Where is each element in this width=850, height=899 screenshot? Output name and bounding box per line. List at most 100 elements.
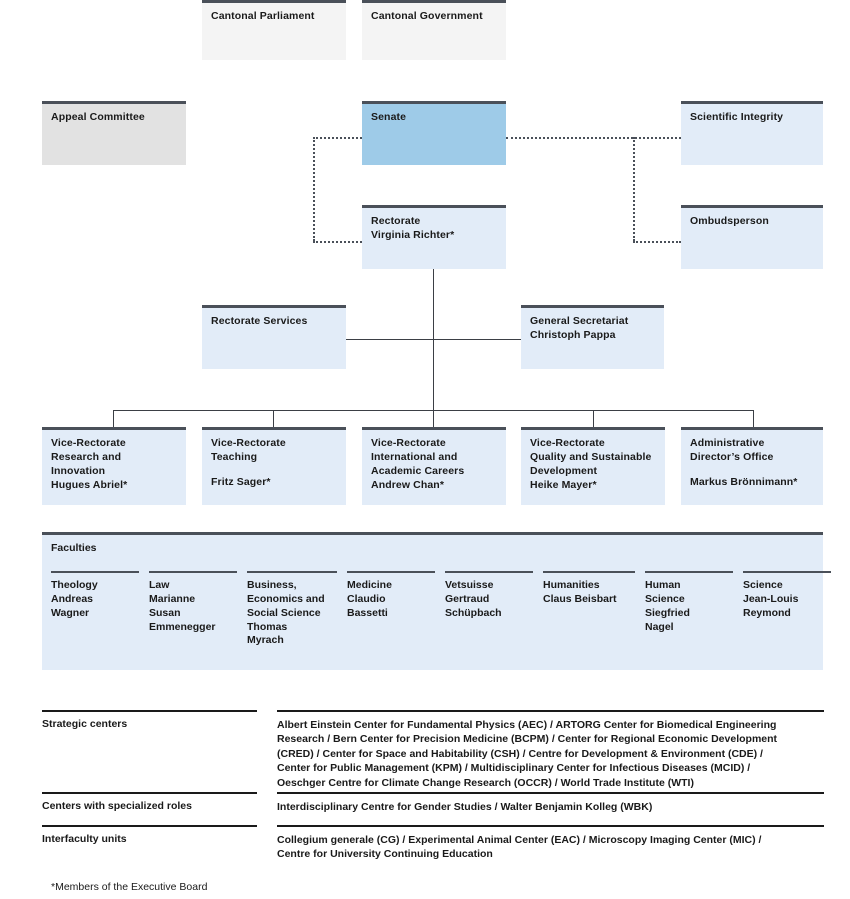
node-title: Rectorate [371, 215, 421, 227]
node-vice-rectorate-international-and-academic-careers[interactable]: Vice-Rectorate International and Academi… [362, 427, 506, 505]
listing-line: Interdisciplinary Centre for Gender Stud… [277, 801, 653, 813]
node-title-line: Vice-Rectorate [371, 437, 446, 449]
listing-label-interfaculty-units: Interfaculty units [42, 825, 257, 845]
node-title: Cantonal Parliament [211, 10, 315, 22]
node-person: Markus Brönnimann* [690, 475, 798, 488]
faculty-human-science[interactable]: Human Science Siegfried Nagel [645, 571, 733, 634]
faculty-name: Business, [247, 579, 297, 591]
listing-line: Oeschger Centre for Climate Change Resea… [277, 776, 694, 789]
faculty-name: Social Science [247, 606, 321, 619]
faculty-vetsuisse[interactable]: Vetsuisse Gertraud Schüpbach [445, 571, 533, 621]
faculty-theology[interactable]: Theology Andreas Wagner [51, 571, 139, 621]
node-title-line: Quality and Sustainable [530, 450, 652, 463]
node-vice-rectorate-research-and-innovation[interactable]: Vice-Rectorate Research and Innovation H… [42, 427, 186, 505]
node-title: Cantonal Government [371, 10, 483, 22]
spacer [690, 465, 814, 476]
node-rectorate[interactable]: Rectorate Virginia Richter* [362, 205, 506, 269]
faculty-law[interactable]: Law Marianne Susan Emmenegger [149, 571, 237, 634]
faculty-dean-line: Wagner [51, 606, 90, 619]
faculty-name: Science [645, 592, 685, 605]
listing-label-centers-with-specialized-roles: Centers with specialized roles [42, 792, 257, 812]
listing-line: Collegium generale (CG) / Experimental A… [277, 834, 762, 846]
node-general-secretariat[interactable]: General Secretariat Christoph Pappa [521, 305, 664, 369]
faculty-dean-line: Emmenegger [149, 620, 216, 633]
node-person: Andrew Chan* [371, 478, 445, 491]
faculty-name: Vetsuisse [445, 579, 494, 591]
faculty-dean-line: Jean-Louis [743, 592, 799, 605]
dotted-connector-senate-left [313, 137, 362, 139]
faculty-name: Theology [51, 579, 98, 591]
node-appeal-committee[interactable]: Appeal Committee [42, 101, 186, 165]
connector-drop-5 [753, 410, 754, 427]
faculty-dean-line: Marianne [149, 592, 196, 605]
dotted-connector-left-vertical [313, 137, 315, 241]
faculty-humanities[interactable]: Humanities Claus Beisbart [543, 571, 635, 607]
dotted-connector-ombudsperson [633, 241, 681, 243]
node-title-line: International and [371, 450, 458, 463]
faculty-business[interactable]: Business, Economics and Social Science T… [247, 571, 337, 648]
node-title-line: Director’s Office [690, 450, 774, 463]
dotted-connector-senate-right [506, 137, 681, 139]
node-senate[interactable]: Senate [362, 101, 506, 165]
node-person: Fritz Sager* [211, 475, 271, 488]
listing-body-strategic-centers: Albert Einstein Center for Fundamental P… [277, 710, 824, 790]
node-vice-rectorate-teaching[interactable]: Vice-Rectorate Teaching Fritz Sager* [202, 427, 346, 505]
node-title-line: Vice-Rectorate [51, 437, 126, 449]
connector-drop-2 [273, 410, 274, 427]
node-cantonal-government[interactable]: Cantonal Government [362, 0, 506, 60]
listing-line: Albert Einstein Center for Fundamental P… [277, 719, 777, 731]
listing-body-centers-with-specialized-roles: Interdisciplinary Centre for Gender Stud… [277, 792, 824, 814]
node-title-line: Academic Careers [371, 464, 465, 477]
faculty-name: Humanities [543, 579, 600, 591]
listing-line: (CRED) / Center for Space and Habitabili… [277, 747, 763, 760]
node-ombudsperson[interactable]: Ombudsperson [681, 205, 823, 269]
faculty-name: Science [743, 579, 783, 591]
faculty-dean-line: Andreas [51, 592, 94, 605]
footnote: *Members of the Executive Board [51, 881, 208, 893]
node-person: Virginia Richter* [371, 228, 455, 241]
node-title-line: Research and [51, 450, 122, 463]
node-title: Appeal Committee [51, 111, 145, 123]
spacer [211, 465, 337, 476]
connector-drop-3 [433, 410, 434, 427]
connector-drop-4 [593, 410, 594, 427]
faculty-name: Law [149, 579, 170, 591]
faculty-name: Economics and [247, 592, 325, 605]
node-rectorate-services[interactable]: Rectorate Services [202, 305, 346, 369]
faculty-dean-line: Susan [149, 606, 181, 619]
node-title-line: Vice-Rectorate [530, 437, 605, 449]
dotted-connector-right-vertical [633, 137, 635, 241]
faculties-panel: Faculties Theology Andreas Wagner Law Ma… [42, 532, 831, 670]
faculty-dean-line: Nagel [645, 620, 674, 633]
faculty-medicine[interactable]: Medicine Claudio Bassetti [347, 571, 435, 621]
node-title-line: Innovation [51, 464, 106, 477]
listing-line: Centre for University Continuing Educati… [277, 848, 493, 861]
listing-line: Research / Bern Center for Precision Med… [277, 733, 778, 746]
faculty-dean-line: Claudio [347, 592, 386, 605]
faculty-dean-line: Thomas [247, 620, 288, 633]
node-title: Rectorate Services [211, 315, 308, 327]
faculty-dean-line: Myrach [247, 634, 284, 647]
listing-label-strategic-centers: Strategic centers [42, 710, 257, 730]
node-person: Heike Mayer* [530, 478, 597, 491]
listing-body-interfaculty-units: Collegium generale (CG) / Experimental A… [277, 825, 824, 862]
node-title: Senate [371, 111, 407, 123]
node-title: Scientific Integrity [690, 111, 784, 123]
node-vice-rectorate-quality-and-sustainable-development[interactable]: Vice-Rectorate Quality and Sustainable D… [521, 427, 665, 505]
dotted-connector-rectorate-left [313, 241, 362, 243]
node-administrative-directors-office[interactable]: Administrative Director’s Office Markus … [681, 427, 823, 505]
faculty-dean-line: Claus Beisbart [543, 592, 617, 605]
node-title-line: Vice-Rectorate [211, 437, 286, 449]
node-person: Christoph Pappa [530, 328, 616, 341]
node-scientific-integrity[interactable]: Scientific Integrity [681, 101, 823, 165]
connector-rectorate-stem [433, 269, 434, 417]
faculty-dean-line: Reymond [743, 606, 791, 619]
faculty-name: Medicine [347, 579, 392, 591]
node-cantonal-parliament[interactable]: Cantonal Parliament [202, 0, 346, 60]
node-title: Ombudsperson [690, 215, 769, 227]
connector-services-secretariat [346, 339, 521, 340]
faculty-science[interactable]: Science Jean-Louis Reymond [743, 571, 831, 621]
faculty-name: Human [645, 579, 681, 591]
connector-drop-1 [113, 410, 114, 427]
